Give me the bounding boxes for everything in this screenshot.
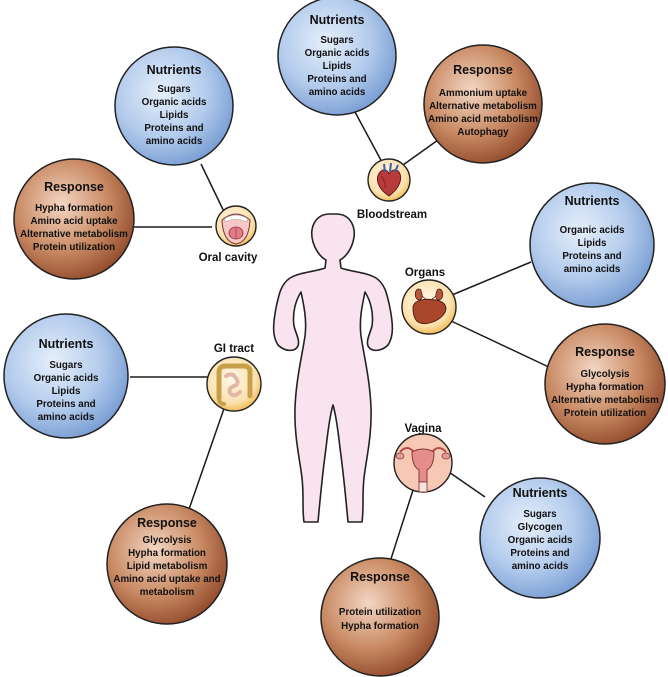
uterus-icon bbox=[393, 433, 453, 493]
vagina-group: Nutrients Sugars Glycogen Organic acids … bbox=[320, 423, 601, 677]
gi-tract-label: GI tract bbox=[214, 343, 254, 355]
gi-nutrients-item: Sugars bbox=[49, 360, 83, 371]
organs-nutrients-title: Nutrients bbox=[565, 194, 620, 208]
liver-kidney-icon bbox=[401, 279, 457, 335]
gi-nutrients-item: Organic acids bbox=[34, 373, 99, 384]
organs-response-item: Protein utilization bbox=[564, 408, 646, 419]
blood-nutrients-item: Sugars bbox=[320, 35, 354, 46]
blood-nutrients-title: Nutrients bbox=[310, 13, 365, 27]
vagina-nutrients-item: amino acids bbox=[512, 561, 569, 572]
vagina-response-title: Response bbox=[350, 570, 410, 584]
line-vagina-nutrients bbox=[445, 469, 486, 498]
vagina-nutrients-bubble bbox=[479, 477, 601, 599]
line-gi-response bbox=[186, 399, 228, 516]
blood-nutrients-item: amino acids bbox=[309, 87, 366, 98]
organs-nutrients-item: Organic acids bbox=[560, 225, 625, 236]
vagina-nutrients-item: Glycogen bbox=[518, 522, 563, 533]
mouth-icon bbox=[215, 205, 257, 247]
organs-nutrients-item: Lipids bbox=[578, 238, 607, 249]
vagina-response-item: Protein utilization bbox=[339, 607, 421, 618]
blood-nutrients-item: Organic acids bbox=[305, 48, 370, 59]
organs-label: Organs bbox=[405, 267, 445, 279]
heart-icon bbox=[367, 158, 411, 202]
intestine-icon bbox=[206, 356, 262, 412]
blood-response-item: Amino acid metabolism bbox=[428, 114, 538, 125]
gi-nutrients-item: Lipids bbox=[52, 386, 81, 397]
gi-response-title: Response bbox=[137, 516, 197, 530]
oral-nutrients-bubble bbox=[114, 46, 234, 166]
vagina-nutrients-item: Organic acids bbox=[508, 535, 573, 546]
oral-nutrients-item: Sugars bbox=[157, 84, 191, 95]
oral-cavity-group: Nutrients Sugars Organic acids Lipids Pr… bbox=[13, 46, 258, 280]
bloodstream-group: Nutrients Sugars Organic acids Lipids Pr… bbox=[277, 0, 543, 221]
gi-tract-group: Nutrients Sugars Organic acids Lipids Pr… bbox=[3, 313, 262, 625]
organs-response-bubble bbox=[544, 323, 666, 445]
gi-nutrients-bubble bbox=[3, 313, 129, 439]
blood-response-item: Ammonium uptake bbox=[439, 88, 528, 99]
blood-response-title: Response bbox=[453, 63, 513, 77]
oral-response-item: Alternative metabolism bbox=[20, 229, 128, 240]
gi-nutrients-item: amino acids bbox=[38, 412, 95, 423]
oral-response-item: Hypha formation bbox=[35, 203, 113, 214]
gi-response-item: Glycolysis bbox=[142, 535, 192, 546]
oral-cavity-label: Oral cavity bbox=[199, 252, 258, 264]
gi-response-item: Lipid metabolism bbox=[127, 561, 208, 572]
oral-response-title: Response bbox=[44, 180, 104, 194]
gi-nutrients-item: Proteins and bbox=[36, 399, 95, 410]
vagina-label: Vagina bbox=[404, 423, 442, 435]
blood-response-bubble bbox=[423, 44, 543, 164]
vagina-response-item: Hypha formation bbox=[341, 621, 419, 632]
organs-group: Nutrients Organic acids Lipids Proteins … bbox=[401, 182, 666, 445]
organs-nutrients-item: Proteins and bbox=[562, 251, 621, 262]
vagina-nutrients-item: Proteins and bbox=[510, 548, 569, 559]
gi-nutrients-title: Nutrients bbox=[39, 337, 94, 351]
blood-response-item: Autophagy bbox=[457, 127, 509, 138]
oral-nutrients-item: Proteins and bbox=[144, 123, 203, 134]
oral-response-item: Protein utilization bbox=[33, 242, 115, 253]
connector-lines bbox=[130, 111, 554, 563]
organs-response-title: Response bbox=[575, 345, 635, 359]
organs-nutrients-bubble bbox=[529, 182, 655, 308]
blood-nutrients-item: Lipids bbox=[323, 61, 352, 72]
vagina-nutrients-item: Sugars bbox=[523, 509, 557, 520]
oral-nutrients-item: Lipids bbox=[160, 110, 189, 121]
organs-nutrients-item: amino acids bbox=[564, 264, 621, 275]
oral-nutrients-title: Nutrients bbox=[147, 63, 202, 77]
line-organs-nutrients bbox=[451, 261, 532, 296]
oral-response-item: Amino acid uptake bbox=[30, 216, 118, 227]
human-body-silhouette bbox=[272, 213, 394, 523]
blood-nutrients-item: Proteins and bbox=[307, 74, 366, 85]
vagina-response-bubble bbox=[320, 557, 440, 677]
oral-nutrients-item: Organic acids bbox=[142, 97, 207, 108]
gi-response-bubble bbox=[106, 503, 228, 625]
gi-response-item: Amino acid uptake and bbox=[113, 574, 220, 585]
bloodstream-label: Bloodstream bbox=[357, 209, 427, 221]
organs-response-item: Alternative metabolism bbox=[551, 395, 659, 406]
line-blood-nutrients bbox=[354, 111, 384, 165]
line-organs-response bbox=[448, 319, 554, 370]
organs-response-item: Hypha formation bbox=[566, 382, 644, 393]
vagina-nutrients-title: Nutrients bbox=[513, 486, 568, 500]
oral-response-bubble bbox=[13, 158, 135, 280]
oral-nutrients-item: amino acids bbox=[146, 136, 203, 147]
line-vagina-response bbox=[389, 486, 415, 563]
gi-response-item: metabolism bbox=[140, 587, 195, 598]
blood-response-item: Alternative metabolism bbox=[429, 101, 537, 112]
organs-response-item: Glycolysis bbox=[580, 369, 630, 380]
blood-nutrients-bubble bbox=[277, 0, 397, 116]
gi-response-item: Hypha formation bbox=[128, 548, 206, 559]
